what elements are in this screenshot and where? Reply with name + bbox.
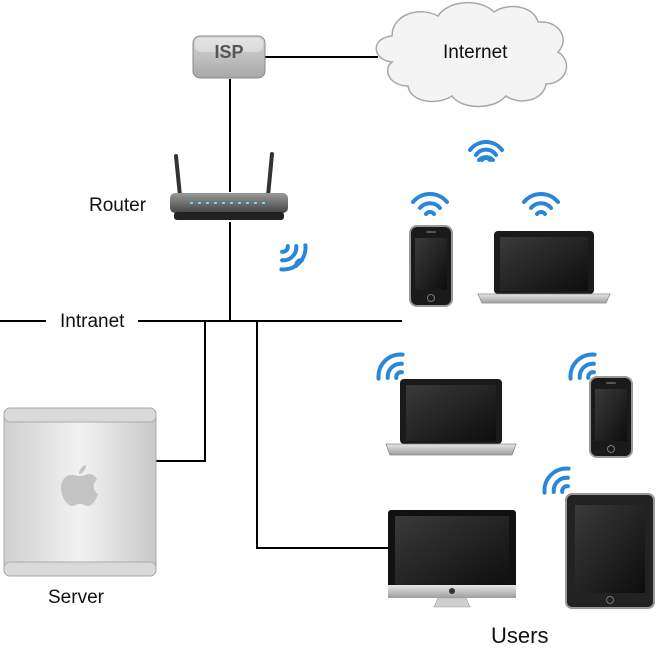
server-link xyxy=(156,321,206,462)
laptop-icon xyxy=(385,379,517,456)
intranet-label: Intranet xyxy=(46,311,139,333)
imac-icon xyxy=(388,510,516,608)
server-tower-icon xyxy=(3,407,157,577)
phone-icon xyxy=(409,225,453,307)
wifi-icon xyxy=(411,191,449,216)
apple-logo-icon xyxy=(61,465,98,506)
isp-box-icon xyxy=(192,35,266,79)
router-label: Router xyxy=(89,195,147,216)
router-icon xyxy=(170,152,288,220)
wifi-icon xyxy=(542,466,571,495)
cloud-icon xyxy=(375,1,568,108)
phone-icon xyxy=(589,376,633,458)
wifi-icon xyxy=(468,140,504,162)
laptop-icon xyxy=(477,231,611,304)
tablet-icon xyxy=(565,493,655,609)
imac-link xyxy=(256,321,388,549)
wifi-icon xyxy=(522,191,560,216)
wifi-icon xyxy=(376,352,405,381)
users-label: Users xyxy=(491,623,549,648)
internet-label: Internet xyxy=(443,42,508,63)
wifi-icon xyxy=(279,243,308,272)
isp-label: ISP xyxy=(214,42,244,62)
wifi-icon xyxy=(568,352,597,381)
server-label: Server xyxy=(48,587,104,608)
